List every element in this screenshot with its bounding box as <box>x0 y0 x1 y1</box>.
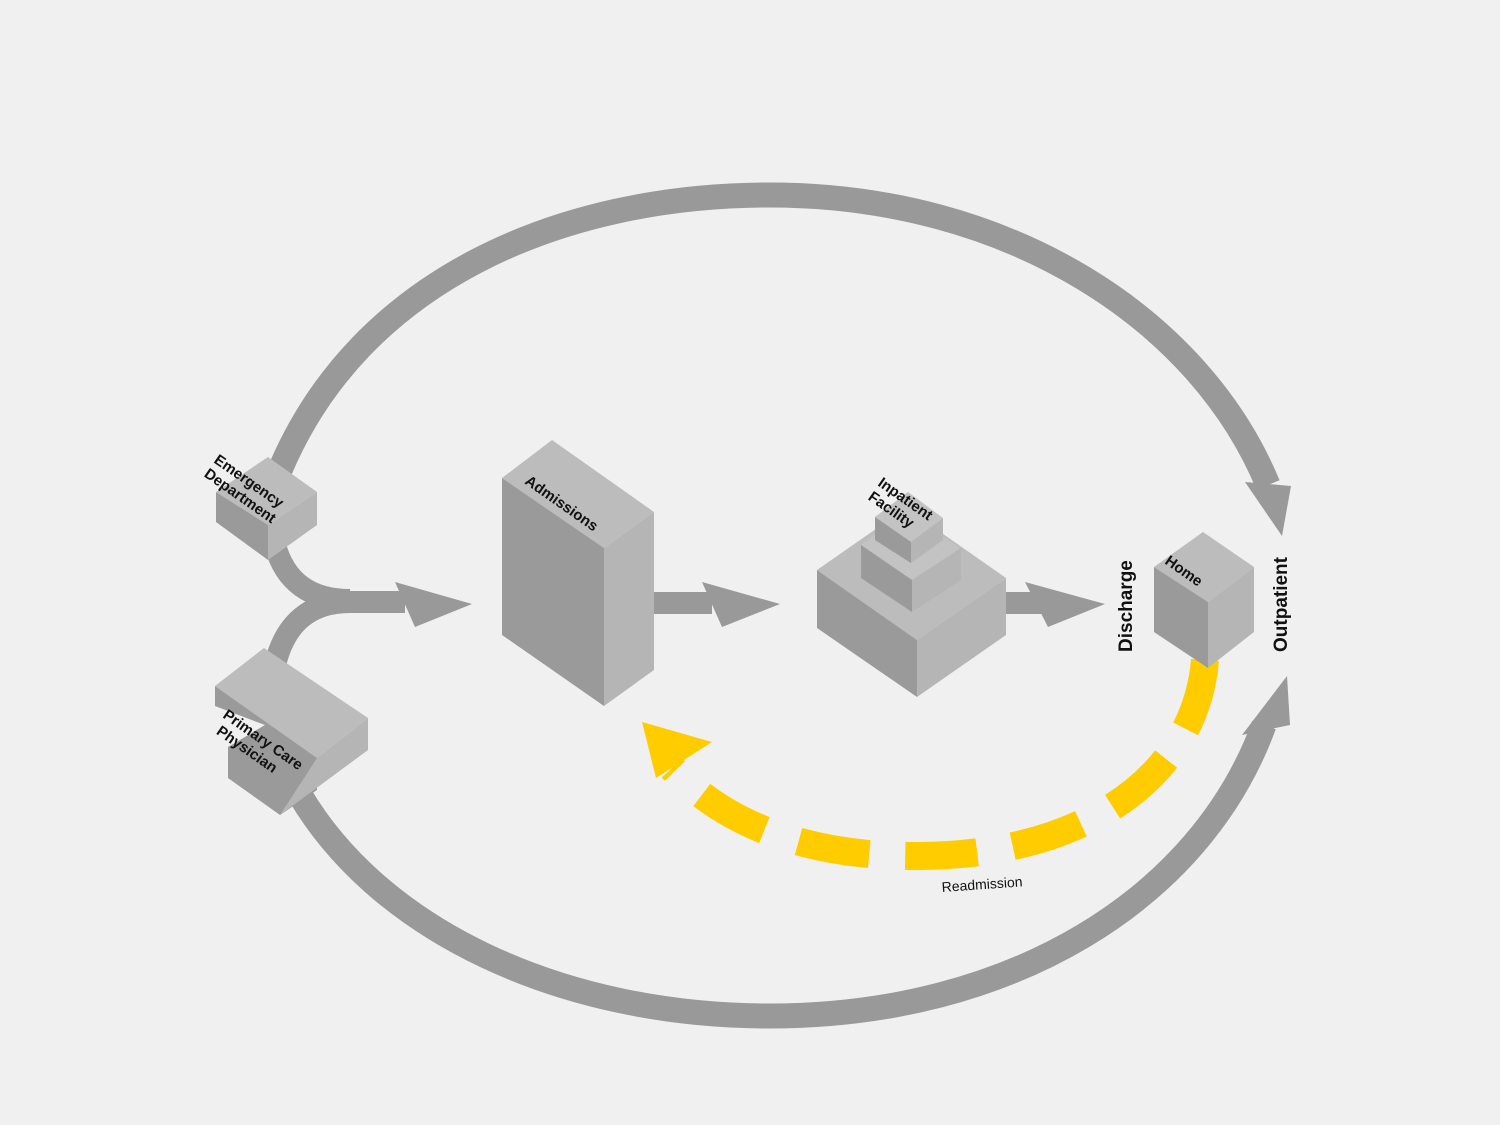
primary-care-physician-block: Primary Care Physician <box>213 648 368 815</box>
admissions-block: Admissions <box>502 440 654 706</box>
arrow-to-inpatient <box>652 582 780 627</box>
home-block: Home <box>1154 532 1254 668</box>
discharge-label: Discharge <box>1116 560 1137 652</box>
inpatient-facility-block: Inpatient Facility <box>817 474 1006 697</box>
top-outpatient-loop-arrow <box>268 182 1291 536</box>
emergency-department-block: Emergency Department <box>201 451 317 560</box>
outpatient-label: Outpatient <box>1271 556 1292 652</box>
readmission-label: Readmission <box>941 873 1023 895</box>
bottom-outpatient-loop-arrow <box>289 676 1290 1029</box>
readmission-arrow <box>642 658 1219 871</box>
merge-arrow-to-admissions <box>264 541 472 668</box>
arrow-to-discharge <box>1005 582 1105 627</box>
